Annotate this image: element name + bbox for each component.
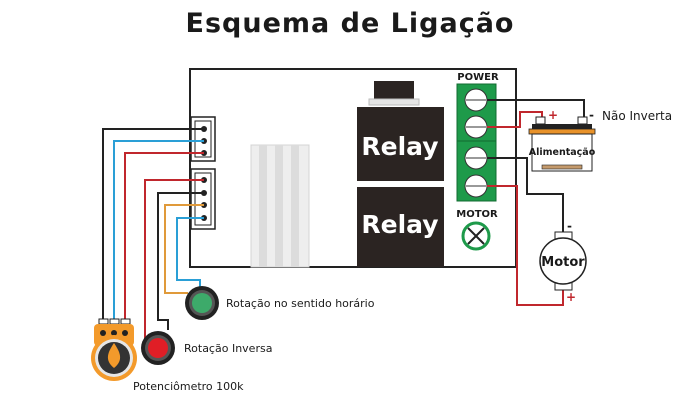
relay-bottom-label: Relay xyxy=(361,210,438,239)
motor-plus-sign: + xyxy=(566,290,576,304)
clockwise-label: Rotação no sentido horário xyxy=(226,297,375,310)
potentiometer-label: Potenciômetro 100k xyxy=(133,380,244,393)
heatsink xyxy=(250,144,310,268)
power-supply-label: Alimentação xyxy=(529,147,596,158)
power-wires xyxy=(487,99,585,306)
battery-plus-sign: + xyxy=(548,108,558,122)
motor-terminal-label: MOTOR xyxy=(456,209,498,220)
connector-3pin xyxy=(190,116,216,162)
clockwise-button[interactable] xyxy=(185,286,219,320)
motor-indicator-icon xyxy=(461,221,491,251)
potentiometer-icon[interactable] xyxy=(91,318,137,381)
motor-minus-sign: - xyxy=(567,219,572,233)
diagram-title: Esquema de Ligação xyxy=(185,8,515,39)
do-not-invert-label: Não Inverta xyxy=(602,109,672,123)
battery-icon xyxy=(528,116,596,172)
relay-top: Relay xyxy=(357,81,444,181)
battery-minus-sign: - xyxy=(589,108,594,122)
reverse-label: Rotação Inversa xyxy=(184,342,272,355)
relay-top-label: Relay xyxy=(361,132,438,161)
reverse-button[interactable] xyxy=(141,331,175,365)
button-wires xyxy=(144,179,204,345)
connector-4pin xyxy=(190,168,216,230)
motor-label: Motor xyxy=(541,255,585,270)
motor-icon xyxy=(539,231,587,291)
relay-bottom: Relay xyxy=(357,187,444,267)
potentiometer-wires xyxy=(102,128,204,320)
power-label: POWER xyxy=(457,72,499,83)
